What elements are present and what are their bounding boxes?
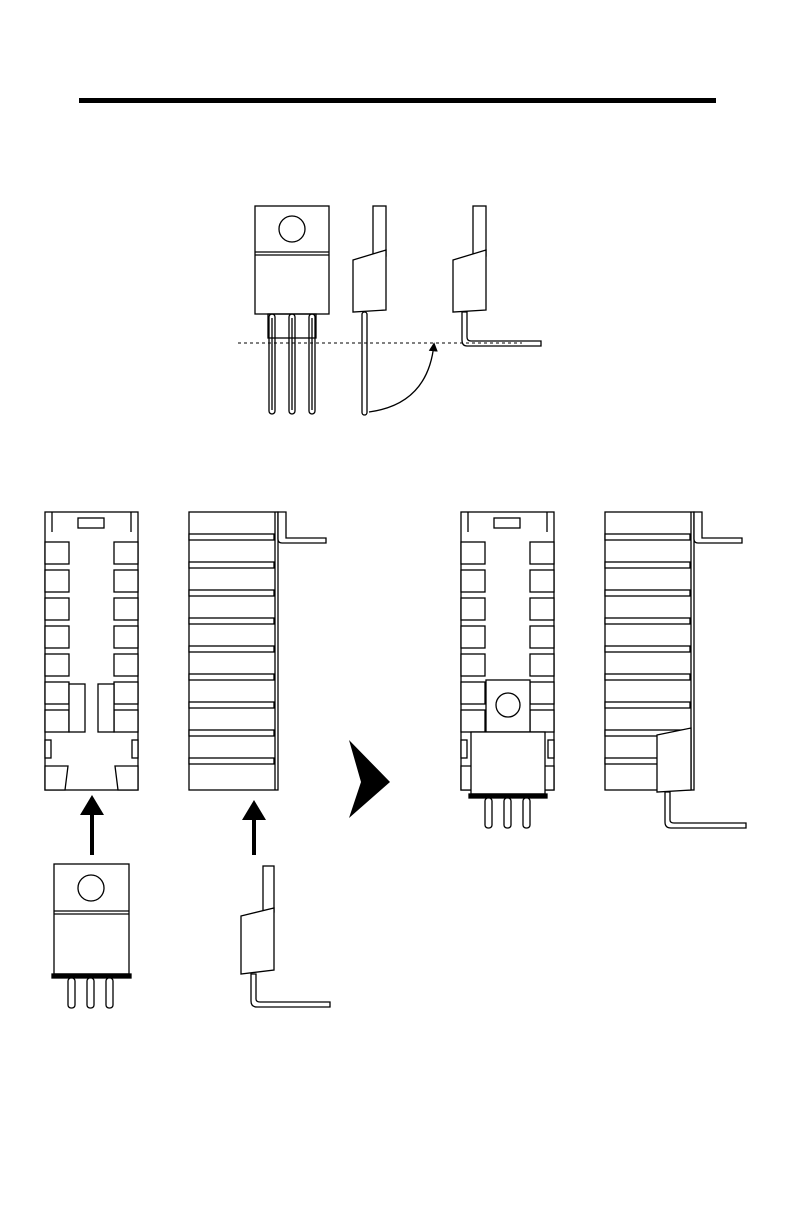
mounted-transistor-body [471, 732, 545, 794]
transistor-leads [269, 314, 315, 414]
transistor-side-view-bent-part [241, 866, 330, 1007]
transistor-front-view-bent [52, 864, 131, 1008]
heatsink-slot [78, 518, 104, 528]
heatsink-fins-right [530, 542, 554, 732]
heatsink-fins-left [461, 542, 485, 732]
heatsink-fins-right [114, 542, 138, 732]
header-rule [79, 98, 716, 103]
mounting-clip [694, 512, 742, 543]
heatsink-side-view-empty [189, 512, 326, 790]
mounted-transistor-side [657, 728, 691, 792]
transistor-side-view-bent [453, 206, 541, 346]
heatsink-front-view-mounted [461, 512, 554, 828]
insert-arrow-right [242, 800, 266, 855]
transistor-side-view-straight [353, 206, 386, 415]
mounting-clip [278, 512, 326, 543]
heatsink-fin-gaps [605, 534, 690, 764]
mounting-hole [78, 875, 104, 901]
heatsink-side-view-mounted [605, 512, 746, 828]
heatsink-front-view-empty [45, 512, 138, 790]
transistor-front-view [255, 206, 329, 414]
insert-arrow-left [80, 795, 104, 855]
bend-direction-arrow [369, 344, 434, 412]
result-arrow [349, 740, 390, 818]
heatsink-fin-gaps [189, 534, 274, 764]
heatsink-fins-left [45, 542, 69, 732]
heatsink-slot [494, 518, 520, 528]
